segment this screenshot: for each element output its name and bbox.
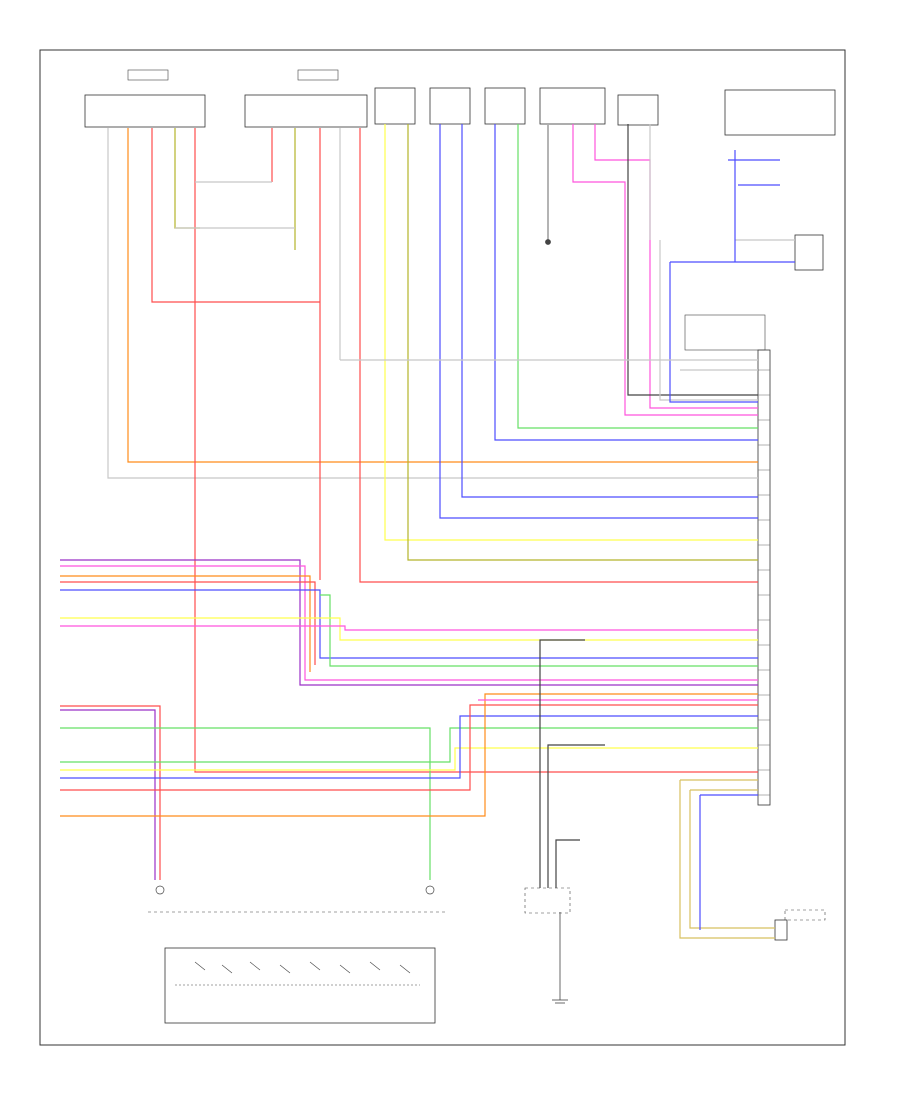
wire-yellow-10 (60, 747, 758, 771)
wire-red-12 (60, 704, 758, 791)
wire-red-lr3 (359, 128, 758, 583)
lr-sensor-sub-box (297, 69, 339, 81)
rr-sensor-box (84, 94, 206, 128)
lr-speaker-box (539, 87, 606, 125)
wire-red-control (60, 705, 161, 880)
audio-module-header (684, 314, 766, 351)
wire-pink-8 (60, 625, 758, 631)
wire-yelgrn-rr (174, 128, 200, 229)
audio-control-box (164, 947, 436, 1024)
wire-blue-11 (60, 715, 758, 779)
ground-symbol-top (545, 125, 551, 245)
top-components (84, 69, 836, 136)
wire-green-center (517, 124, 758, 429)
wire-yellow-rf (384, 124, 758, 541)
wire-blue-sub (699, 794, 758, 930)
subwoofer-box (784, 909, 826, 921)
wire-purple-1 (60, 559, 758, 686)
lr-sensor-box (244, 94, 368, 128)
wire-pink-lr (572, 124, 758, 416)
bottom-components (148, 125, 571, 1024)
wire-red-rr (151, 128, 320, 303)
rf-speaker-box (374, 87, 416, 125)
wire-green-9 (60, 727, 758, 763)
wire-blue-rear-spk (669, 261, 795, 403)
switch-contacts (175, 961, 420, 986)
rr-sensor-sub-box (127, 69, 169, 81)
wire-orange-main (127, 128, 758, 463)
wire-purple-control (60, 709, 156, 880)
wire-red-rr2 (194, 128, 758, 773)
wire-yellow-7 (60, 617, 758, 641)
wire-blue-center (494, 124, 758, 441)
ground-symbol (552, 912, 568, 1004)
wire-pink-2 (60, 565, 758, 681)
wire-blue-5 (60, 589, 758, 659)
wire-blue-lf2 (461, 124, 758, 498)
wire-gray-rr (107, 128, 758, 479)
wire-green-control (60, 727, 431, 880)
wire-yelgrn-rf (407, 124, 758, 561)
control-pin-left (155, 885, 165, 895)
wire-black-gnd2 (547, 744, 605, 888)
wire-gray-rear-spk (659, 240, 758, 401)
wire-orange-3 (60, 575, 311, 672)
wire-black-gnd3 (555, 839, 580, 888)
wire-red-4 (60, 581, 316, 665)
wire-tan-sub2 (689, 789, 775, 929)
center-speaker-box (484, 87, 526, 125)
wire-blue-lf (439, 124, 758, 519)
ground-module-box (524, 887, 571, 914)
wire-black-gnd1 (539, 639, 585, 888)
module-pin-ticks (758, 369, 770, 796)
wire-pink-lr2 (594, 124, 758, 409)
rr-speaker-box (617, 94, 659, 126)
lf-speaker-box (429, 87, 471, 125)
wire-tan-sub (679, 779, 775, 939)
antenna-box (724, 89, 836, 136)
right-components (684, 234, 826, 941)
rear-speaker-box (794, 234, 824, 271)
wire-black-rr (627, 124, 758, 396)
wire-green-6 (320, 594, 758, 667)
diagram-frame (39, 49, 846, 1046)
control-pin-right (425, 885, 435, 895)
audio-module-connector (757, 349, 771, 806)
wires (60, 124, 795, 939)
wire-orange-13 (60, 693, 758, 817)
subwoofer-connector (774, 919, 788, 941)
